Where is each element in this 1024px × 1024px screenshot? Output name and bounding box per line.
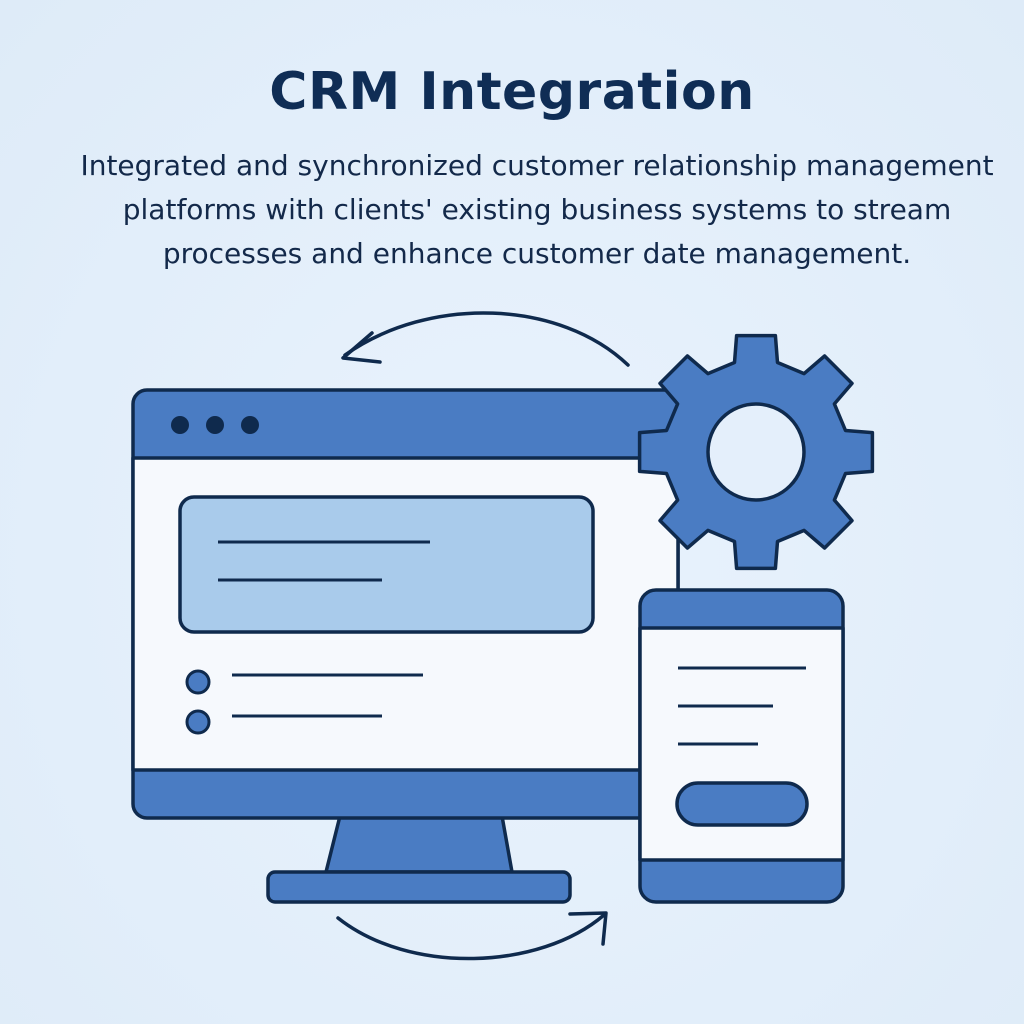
desktop-monitor-icon: [131, 388, 680, 904]
list-bullet: [185, 709, 211, 735]
monitor-base: [266, 870, 572, 904]
gear-icon: [637, 333, 875, 571]
window-dot: [206, 416, 224, 434]
page-description: Integrated and synchronized customer rel…: [62, 144, 1012, 276]
window-dot: [171, 416, 189, 434]
page-title: CRM Integration: [269, 62, 755, 122]
gear-hole: [706, 402, 806, 502]
arrow-circular-left-icon: [341, 311, 630, 367]
content-card: [178, 495, 595, 634]
mobile-phone-icon: [638, 588, 845, 904]
window-dot: [241, 416, 259, 434]
description-line: processes and enhance customer date mana…: [162, 237, 912, 270]
phone-button-shape: [675, 781, 809, 827]
list-bullet: [185, 669, 211, 695]
description-line: Integrated and synchronized customer rel…: [80, 149, 994, 182]
arrow-circular-right-icon: [336, 911, 608, 961]
monitor-stand: [324, 814, 514, 874]
description-line: platforms with clients' existing busines…: [122, 193, 952, 226]
